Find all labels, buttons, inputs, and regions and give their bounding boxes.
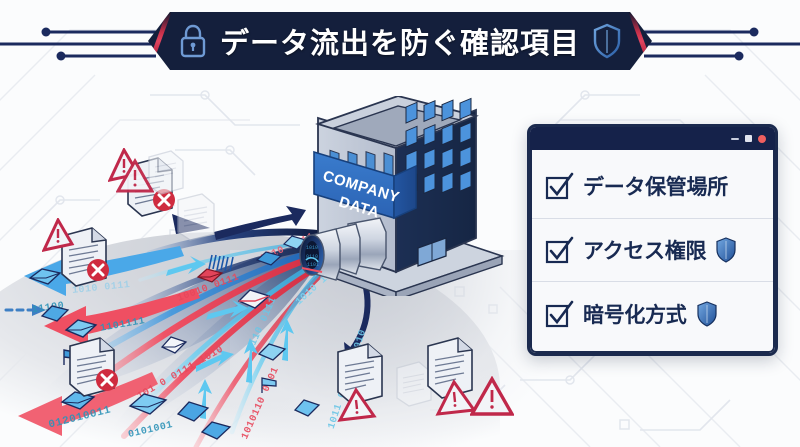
checklist-item-label: 暗号化方式 bbox=[583, 303, 687, 327]
title-banner: データ流出を防ぐ確認項目 bbox=[148, 12, 652, 70]
company-data-sign: COMPANY DATA bbox=[313, 150, 417, 222]
svg-text:1101: 1101 bbox=[307, 262, 319, 268]
envelope-icon bbox=[237, 289, 271, 309]
warning-triangle-icon bbox=[337, 387, 377, 422]
warning-triangle-icon bbox=[42, 218, 75, 252]
document-icon bbox=[177, 193, 215, 241]
barcode-icon bbox=[208, 254, 234, 272]
envelope-icon bbox=[293, 399, 321, 417]
checklist-item[interactable]: データ保管場所 bbox=[532, 154, 773, 218]
data-pipe: 1010 0110 1101 bbox=[299, 217, 387, 281]
circuit-trace-left bbox=[0, 27, 156, 61]
svg-text:1010: 1010 bbox=[306, 245, 318, 251]
minimize-button[interactable] bbox=[731, 137, 739, 140]
document-error-icon bbox=[69, 337, 118, 397]
arrow-lowleft-red bbox=[18, 372, 158, 436]
checklist-item-label: データ保管場所 bbox=[583, 175, 728, 199]
checklist-item[interactable]: 暗号化方式 bbox=[532, 281, 773, 345]
warning-triangle-icon bbox=[116, 158, 154, 193]
checklist-body: データ保管場所 アクセス権限 bbox=[530, 150, 775, 353]
envelope-icon bbox=[257, 343, 287, 361]
svg-text:0110: 0110 bbox=[306, 254, 318, 260]
document-warning-icon bbox=[427, 337, 477, 416]
page-title: データ流出を防ぐ確認項目 bbox=[219, 28, 580, 60]
document-warning-icon bbox=[337, 343, 383, 422]
circuit-trace-right bbox=[644, 27, 800, 61]
error-badge-icon bbox=[96, 369, 118, 391]
envelope-icon bbox=[28, 268, 62, 285]
envelope-icon bbox=[255, 251, 283, 266]
checklist-window[interactable]: データ保管場所 アクセス権限 bbox=[527, 124, 778, 356]
warning-triangle-icon bbox=[470, 376, 514, 416]
error-badge-icon bbox=[153, 189, 175, 211]
warning-triangle-icon bbox=[435, 379, 477, 416]
envelope-icon bbox=[176, 401, 210, 422]
checkbox-checked-icon[interactable] bbox=[544, 299, 574, 329]
shield-icon bbox=[593, 23, 621, 59]
document-error-icon bbox=[42, 218, 109, 287]
close-button[interactable] bbox=[758, 134, 766, 143]
checklist-item-label: アクセス権限 bbox=[583, 240, 707, 263]
envelope-icon bbox=[196, 268, 224, 283]
checkbox-checked-icon[interactable] bbox=[544, 235, 574, 265]
envelope-icon bbox=[128, 393, 168, 415]
small-arrow-left-dash bbox=[4, 304, 46, 316]
window-titlebar[interactable] bbox=[530, 127, 775, 150]
shield-icon bbox=[716, 237, 736, 263]
envelope-icon bbox=[40, 305, 70, 322]
flag-icon bbox=[261, 377, 277, 393]
lock-icon bbox=[180, 24, 206, 58]
shield-icon bbox=[696, 301, 717, 327]
envelope-icon bbox=[160, 336, 188, 354]
maximize-button[interactable] bbox=[745, 135, 752, 142]
envelope-icon bbox=[200, 421, 232, 440]
checkbox-checked-icon[interactable] bbox=[544, 171, 574, 201]
error-badge-icon bbox=[87, 259, 109, 281]
envelope-icon bbox=[64, 319, 98, 338]
document-icon bbox=[396, 361, 432, 407]
checklist-item[interactable]: アクセス権限 bbox=[532, 217, 773, 282]
